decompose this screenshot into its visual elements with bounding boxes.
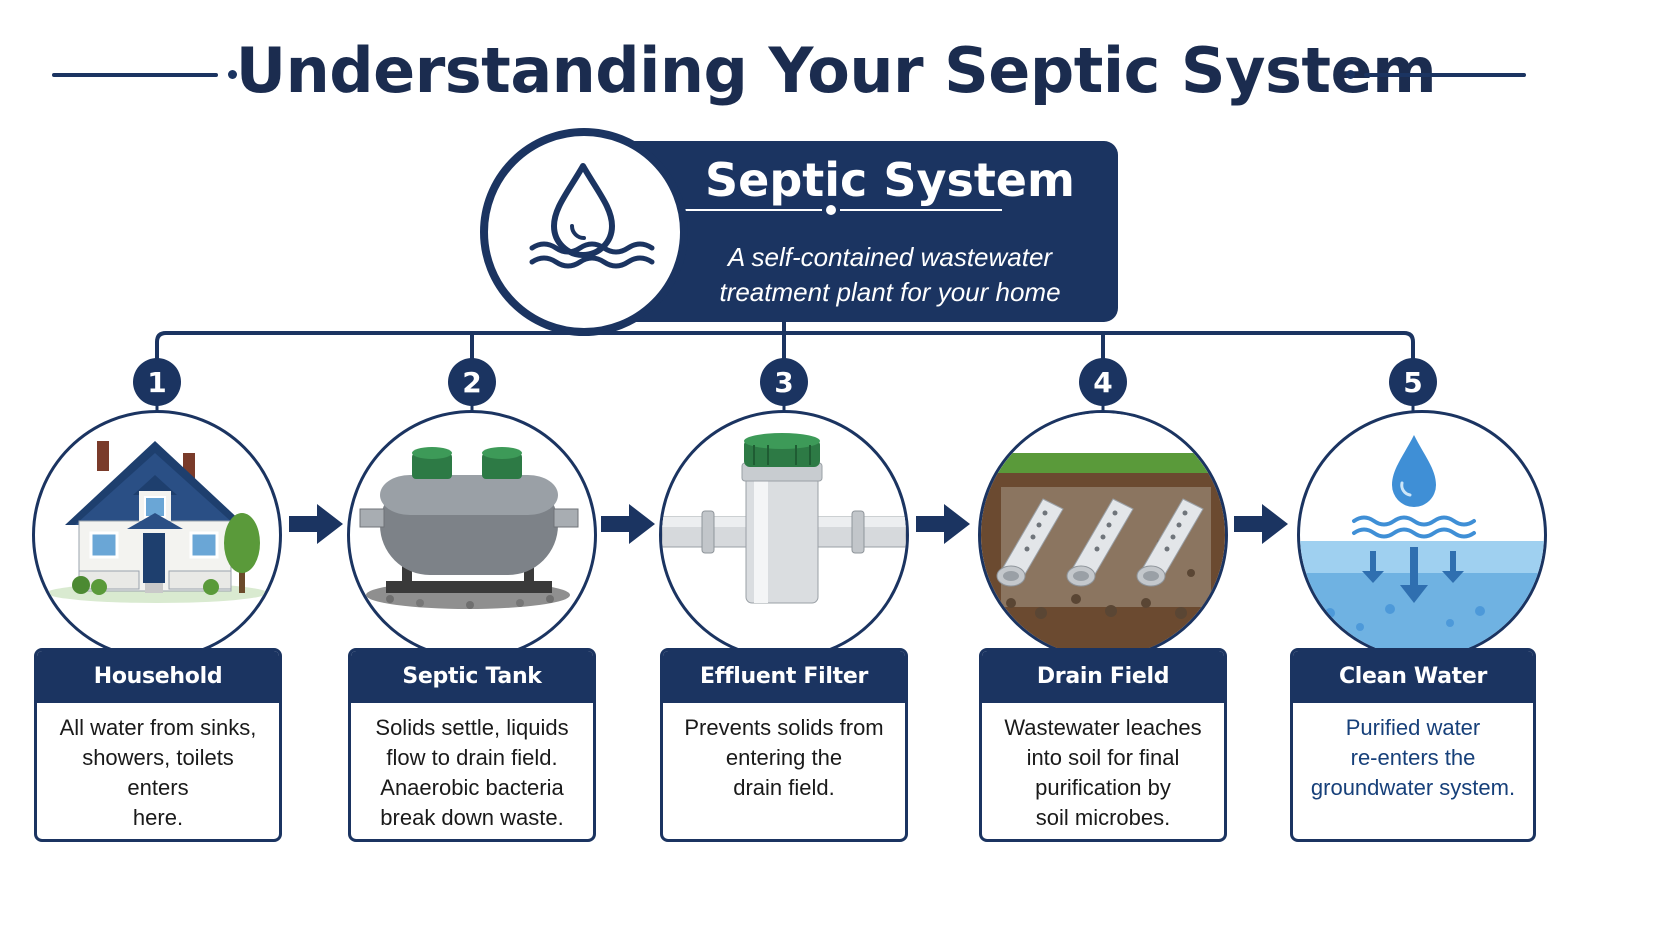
step-2-description: Solids settle, liquids flow to drain fie… xyxy=(351,703,593,833)
house-icon xyxy=(47,441,267,603)
drain-pipes-icon xyxy=(981,413,1225,657)
overview-subtitle: A self-contained wastewater treatment pl… xyxy=(640,240,1140,310)
step-1-title: Household Wastewater xyxy=(37,651,279,741)
step-2-line-3: Anaerobic bacteria xyxy=(380,775,564,800)
page-title: Understanding Your Septic System xyxy=(235,34,1437,107)
title-rule-left xyxy=(52,73,218,77)
step-3-illustration xyxy=(659,410,909,660)
step-4-card: Drain Field Wastewater leaches into soil… xyxy=(979,648,1227,842)
step-5-illustration xyxy=(1297,410,1547,660)
step-4-line-4: soil microbes. xyxy=(1035,805,1171,830)
step-2-card: Septic Tank Solids settle, liquids flow … xyxy=(348,648,596,842)
step-5-description: Purified water re-enters the groundwater… xyxy=(1293,703,1533,803)
arrow-right-icon-1 xyxy=(289,504,343,544)
step-5-line-2: re-enters the xyxy=(1350,745,1476,770)
step-4-badge: 4 xyxy=(1079,358,1127,406)
step-1-description: All water from sinks, showers, toilets e… xyxy=(37,703,279,833)
overview-subtitle-line1: A self-contained wastewater xyxy=(727,242,1053,272)
step-4-line-1: Wastewater leaches xyxy=(1004,715,1202,740)
overview-divider xyxy=(660,205,1002,215)
water-drop-waves-icon xyxy=(529,163,655,269)
step-3-card: Effluent Filter Prevents solids from ent… xyxy=(660,648,908,842)
step-4-line-2: into soil for final xyxy=(1026,745,1180,770)
septic-tank-icon xyxy=(359,447,579,609)
title-rule-left-dot xyxy=(228,70,237,79)
arrow-right-icon-3 xyxy=(916,504,970,544)
title-rule-right xyxy=(1364,73,1526,77)
step-4-line-3: purification by xyxy=(1035,775,1171,800)
step-3-description: Prevents solids from entering the drain … xyxy=(663,703,905,803)
step-2-line-2: flow to drain field. xyxy=(386,745,558,770)
step-2-illustration xyxy=(347,410,597,660)
connector-lines xyxy=(155,322,1415,412)
step-2-line-4: break down waste. xyxy=(380,805,564,830)
title-rule-right-dot xyxy=(1346,70,1355,79)
step-1-illustration xyxy=(32,410,282,660)
step-1-line-2: showers, toilets enters xyxy=(82,745,234,800)
filter-pipe-icon xyxy=(662,433,906,604)
step-3-line-2: entering the xyxy=(725,745,843,770)
overview-icon-circle xyxy=(480,128,688,336)
step-4-illustration xyxy=(978,410,1228,660)
arrow-right-icon-2 xyxy=(601,504,655,544)
step-2-badge: 2 xyxy=(448,358,496,406)
step-1-card: Household Wastewater All water from sink… xyxy=(34,648,282,842)
step-3-badge: 3 xyxy=(760,358,808,406)
step-5-badge: 5 xyxy=(1389,358,1437,406)
step-1-badge: 1 xyxy=(133,358,181,406)
step-2-line-1: Solids settle, liquids xyxy=(375,715,569,740)
step-5-line-1: Purified water xyxy=(1345,715,1481,740)
arrow-right-icon-4 xyxy=(1234,504,1288,544)
step-5-card: Clean Water Returns Purified water re-en… xyxy=(1290,648,1536,842)
groundwater-drop-icon xyxy=(1300,435,1544,657)
step-3-title: Effluent Filter xyxy=(663,651,905,703)
step-5-title: Clean Water Returns xyxy=(1293,651,1533,741)
overview-subtitle-line2: treatment plant for your home xyxy=(719,277,1061,307)
step-5-line-3: groundwater system. xyxy=(1310,775,1516,800)
step-3-line-3: drain field. xyxy=(733,775,835,800)
step-2-title: Septic Tank xyxy=(351,651,593,703)
overview-title: Septic System xyxy=(705,153,1075,207)
step-3-line-1: Prevents solids from xyxy=(684,715,884,740)
step-4-title: Drain Field xyxy=(982,651,1224,703)
step-1-line-3: here. xyxy=(132,805,184,830)
step-4-description: Wastewater leaches into soil for final p… xyxy=(982,703,1224,833)
step-1-line-1: All water from sinks, xyxy=(59,715,257,740)
